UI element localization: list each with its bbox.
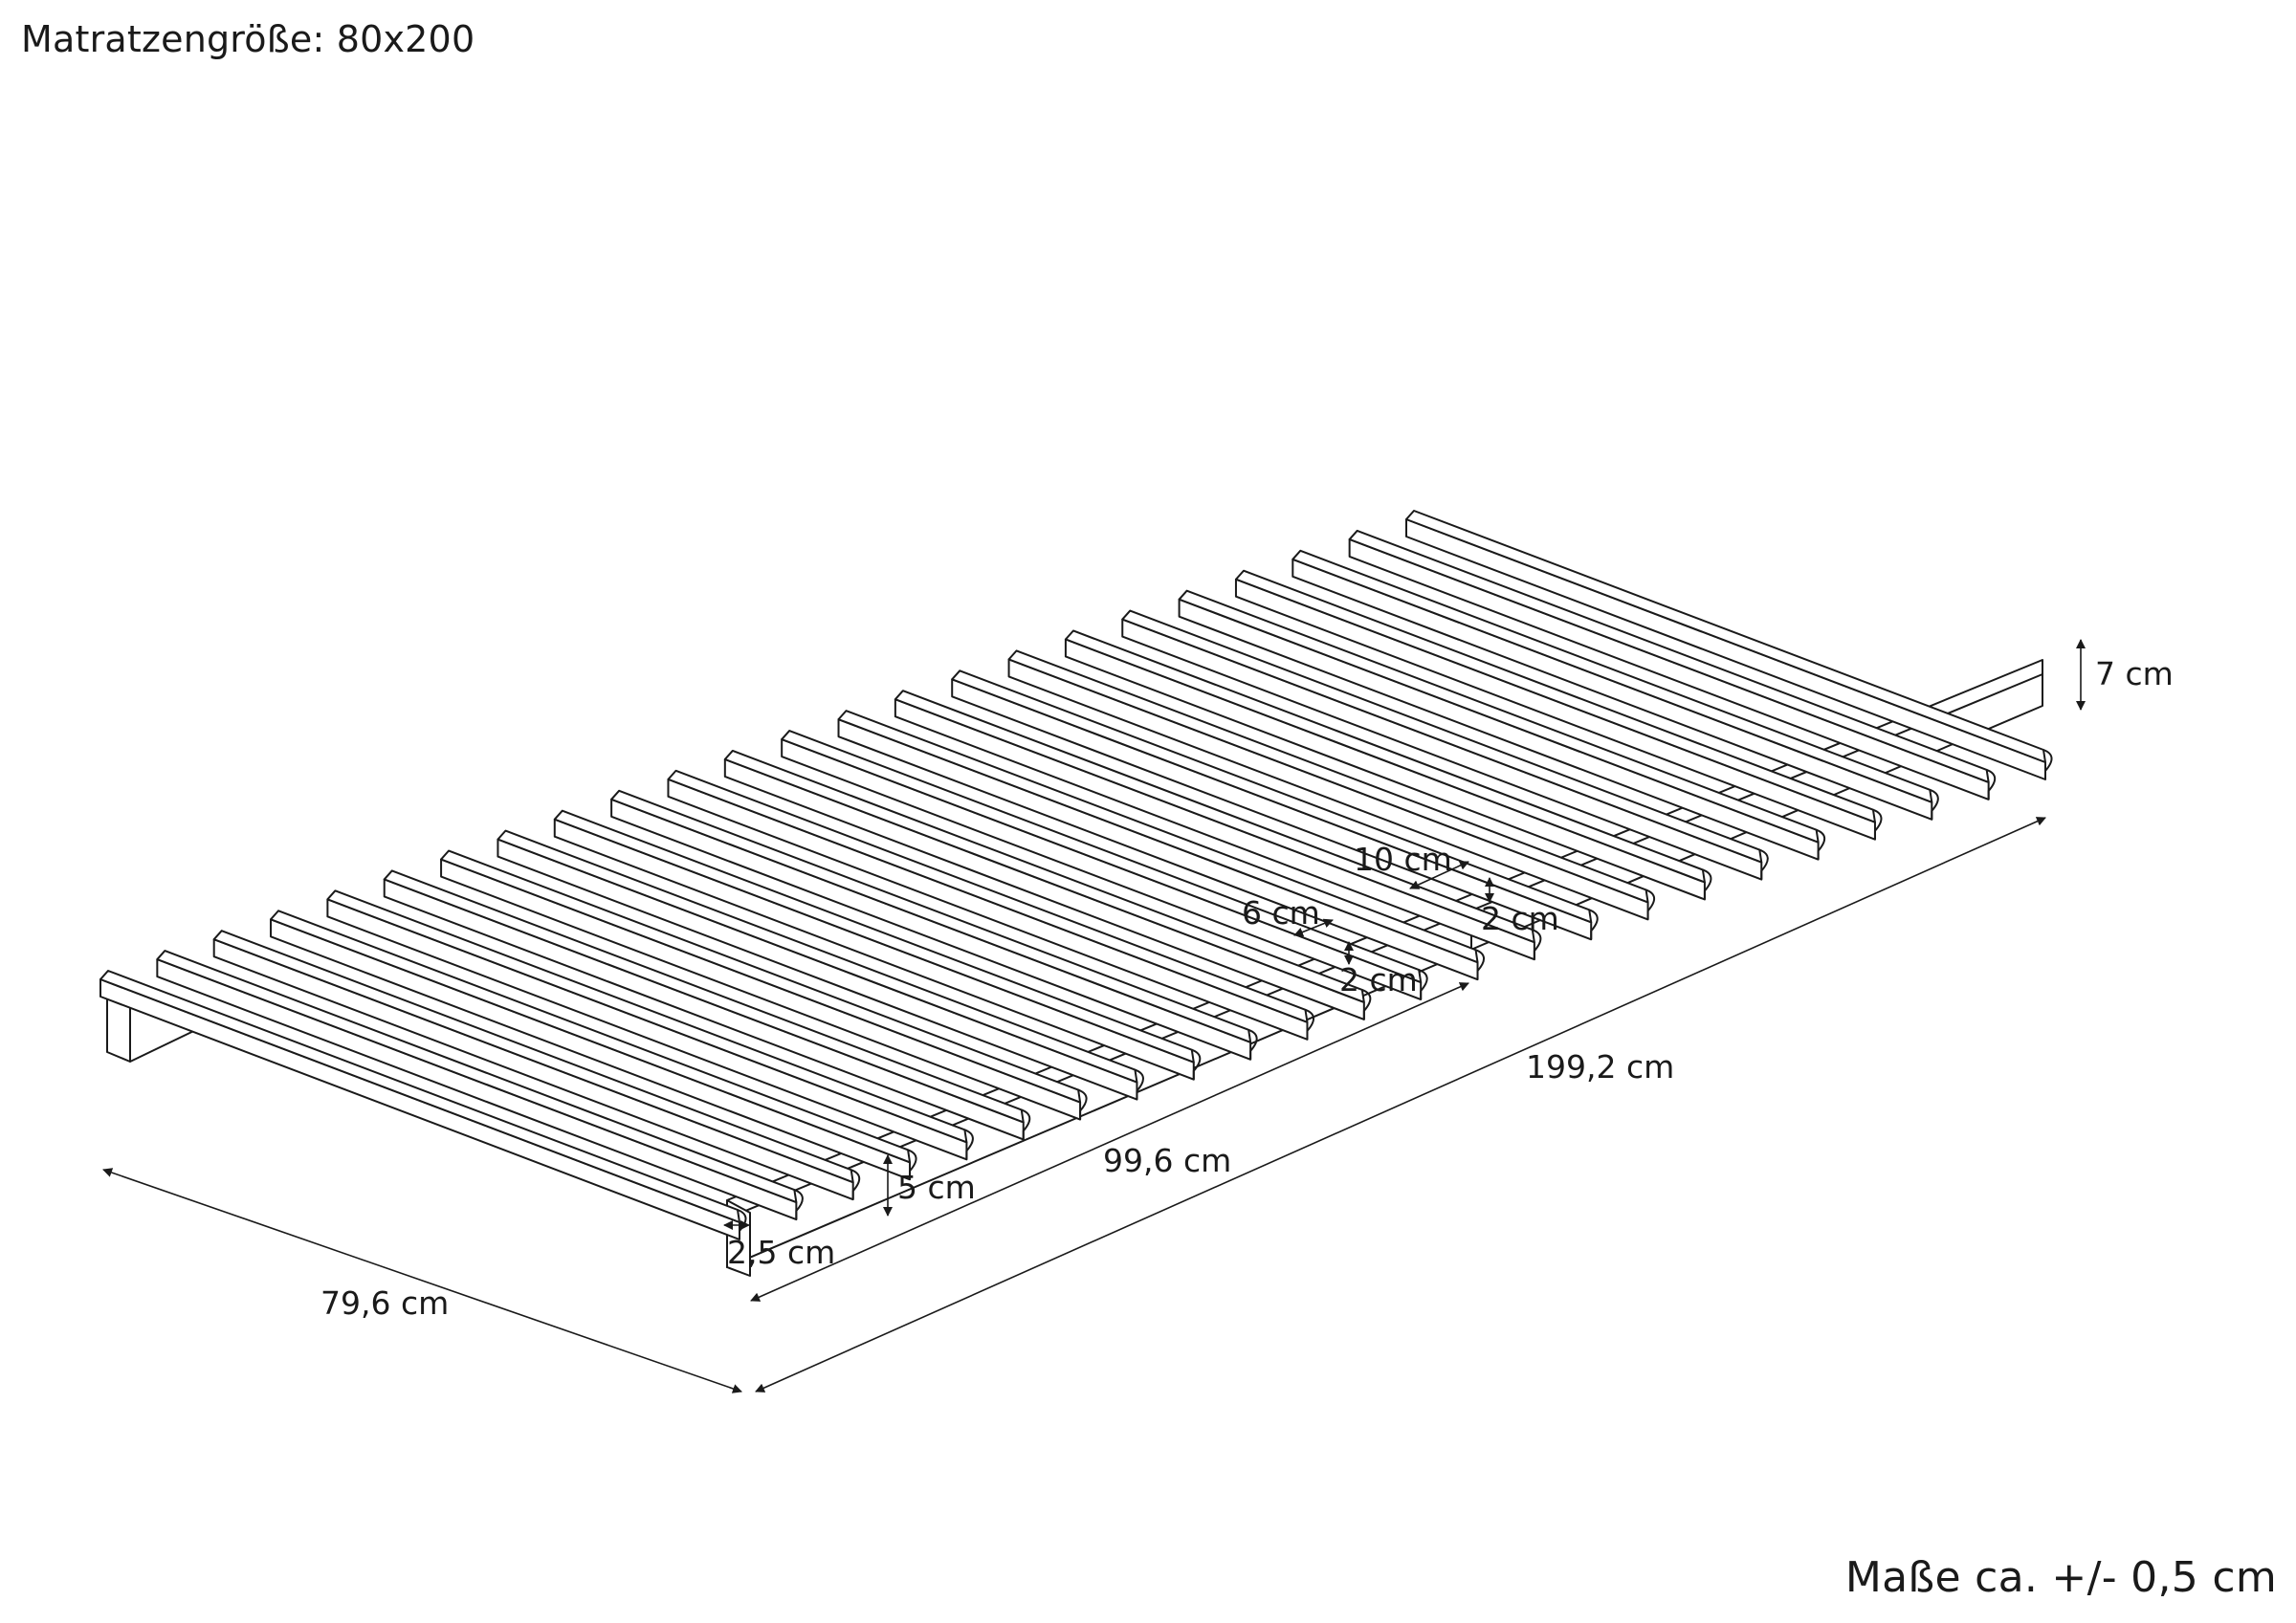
- mattress-size-title: Matratzengröße: 80x200: [21, 18, 475, 60]
- slat-wide-label: 10 cm: [1354, 841, 1452, 878]
- total-height-label: 7 cm: [2095, 655, 2174, 692]
- half-length-label: 99,6 cm: [1103, 1142, 1231, 1179]
- slat-top: [1348, 529, 1990, 783]
- slat-end-cap: [1929, 788, 1939, 820]
- tolerance-note: Maße ca. +/- 0,5 cm: [1844, 1553, 2277, 1602]
- slat-top: [1292, 549, 1933, 803]
- slat-end-cap: [1986, 768, 1997, 800]
- width-label: 79,6 cm: [320, 1284, 449, 1322]
- width-dimension-line: [102, 1168, 742, 1393]
- dimension-annotations: [102, 639, 2086, 1393]
- slat-top: [1405, 510, 2046, 763]
- slat-group: [99, 510, 2053, 1240]
- slat-narrow-dimension-line: [1293, 918, 1334, 937]
- frame-thickness-label: 2,5 cm: [727, 1234, 835, 1271]
- total-length-label: 199,2 cm: [1526, 1048, 1674, 1086]
- dimension-labels: 79,6 cm 199,2 cm 99,6 cm 7 cm 5 cm 2,5 c…: [320, 655, 2174, 1322]
- slat-narrow-label: 6 cm: [1242, 894, 1320, 932]
- half-length-dimension-line: [750, 982, 1469, 1302]
- slat-gap-label: 2 cm: [1339, 961, 1418, 998]
- frame-height-label: 5 cm: [897, 1169, 976, 1206]
- slatted-frame: [99, 510, 2053, 1277]
- slat-thickness-label: 2 cm: [1481, 900, 1559, 937]
- slat-wide-dimension-line: [1409, 861, 1469, 889]
- slat-end-cap: [2042, 749, 2053, 779]
